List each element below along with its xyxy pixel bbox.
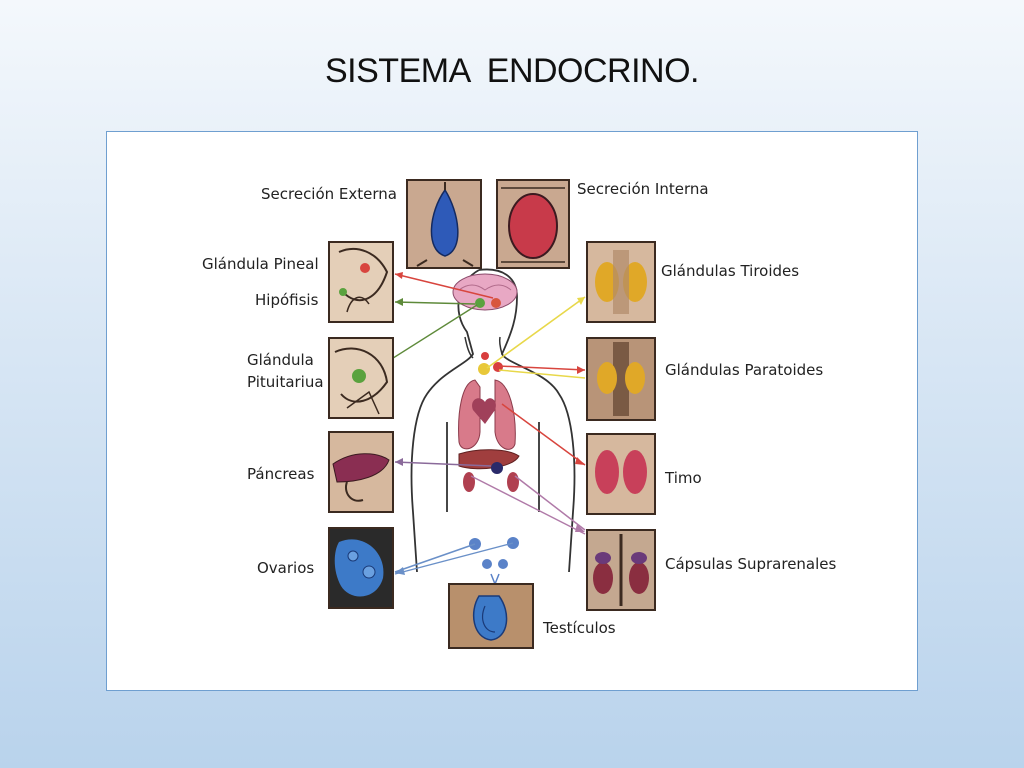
glandula-pituitaria-illustration [328,337,394,419]
kidney-right [507,472,519,492]
label-secrecion-externa: Secreción Externa [261,185,397,203]
leader-pancreas [394,461,492,467]
secrecion-externa-illustration [406,179,482,269]
thyroid-dot [478,363,490,375]
label-glandula-pineal: Glándula Pineal [202,255,319,273]
diagram-panel: Secreción Externa Glándula Pineal Hipófi… [106,131,918,691]
capsulas-suprarrenales-illustration [586,529,656,611]
body-outline-neck [464,336,503,359]
label-glandulas-tiroides: Glándulas Tiroides [661,262,800,280]
label-pancreas: Páncreas [247,465,315,483]
leader-thyroid [486,296,586,369]
liver-illustration [458,449,520,470]
heart-illustration [472,398,496,424]
hypophysis-dot [475,298,485,308]
label-glandula-pituitaria-line1: Glándula [247,351,314,369]
brain-illustration [452,273,518,311]
label-glandulas-paratoides: Glándulas Paratoides [665,361,824,379]
label-secrecion-interna: Secreción Interna [577,180,709,198]
label-timo: Timo [665,469,702,487]
leader-hypophysis [394,301,476,305]
lungs-illustration [458,379,481,450]
leader-thymus [501,403,586,466]
label-hipofisis: Hipófisis [255,291,319,309]
leader-pineal [394,273,494,299]
glandulas-tiroides-illustration [586,241,656,323]
label-glandula-pituitaria-line2: Pituitariua [247,373,324,391]
slide-title: SISTEMA ENDOCRINO. [325,52,700,90]
leader-parathyroid-red [498,365,586,371]
glandulas-paratoides-illustration [586,337,656,421]
secrecion-interna-illustration [496,179,570,269]
leader-ovaries-2 [394,542,514,575]
testiculos-illustration [448,583,534,649]
leader-ovaries [394,543,476,573]
endocrine-diagram [328,179,656,649]
timo-illustration [586,433,656,515]
ovarios-illustration [328,527,394,609]
label-testiculos: Testículos [543,619,616,637]
glandula-pineal-illustration [328,241,394,323]
leader-parathyroid [498,369,586,379]
kidney-left [463,472,475,492]
pancreas-illustration [328,431,394,513]
leader-suprarenal [514,475,586,531]
body-outline [410,268,576,573]
pancreas-dot [491,462,503,474]
leader-suprarenal-2 [470,475,586,535]
label-capsulas-suprarrenales: Cápsulas Suprarenales [665,555,837,573]
pineal-dot [491,298,501,308]
label-ovarios: Ovarios [257,559,315,577]
